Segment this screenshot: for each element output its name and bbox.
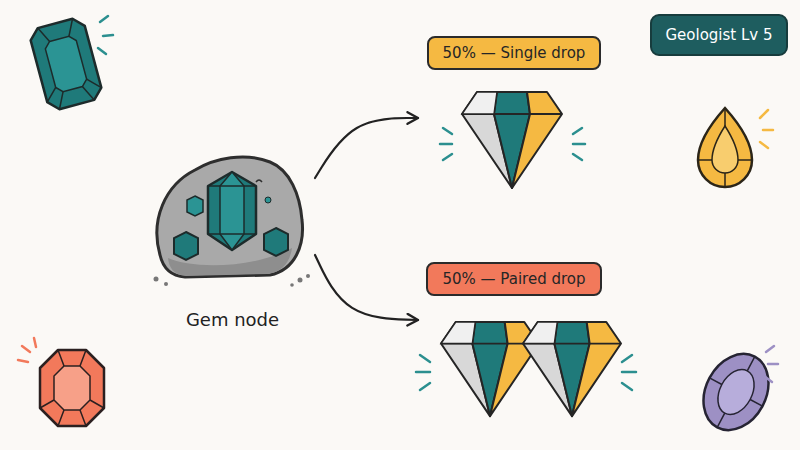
sparkle: [764, 346, 778, 382]
gem-node: Gem node: [150, 150, 315, 332]
diamond-illustration: [441, 92, 621, 416]
outcome-tag: 50% — Paired drop: [426, 262, 601, 296]
outcome-tag: 50% — Single drop: [427, 36, 602, 70]
level-badge: Geologist Lv 5: [650, 14, 788, 56]
sparkle: [416, 128, 636, 390]
teardrop-gem: [698, 108, 752, 187]
sparkle: [18, 338, 36, 362]
flow-arrow: [315, 118, 418, 178]
flow-arrow: [315, 255, 418, 320]
node-label: Gem node: [186, 309, 279, 332]
diamond-gem: [441, 322, 539, 416]
drop-outcome: 50% — Paired drop: [418, 262, 610, 422]
sparkle: [760, 110, 773, 148]
diamond-facet: [572, 322, 621, 416]
oval-gem: [691, 343, 782, 442]
diamond-gem: [462, 92, 562, 188]
diamond-crown: [462, 92, 497, 114]
drop-outcome: 50% — Single drop: [418, 36, 610, 194]
rock-illustration: [154, 157, 311, 287]
emerald-gem: [28, 16, 104, 112]
diamond-crown: [441, 322, 475, 344]
node-label: Geologist Lv 5: [665, 26, 772, 44]
diamond-facet: [512, 92, 562, 188]
diamond-crown: [523, 322, 557, 344]
octagon-gem: [40, 350, 104, 426]
diamond-gem: [523, 322, 621, 416]
sparkle: [98, 16, 113, 54]
